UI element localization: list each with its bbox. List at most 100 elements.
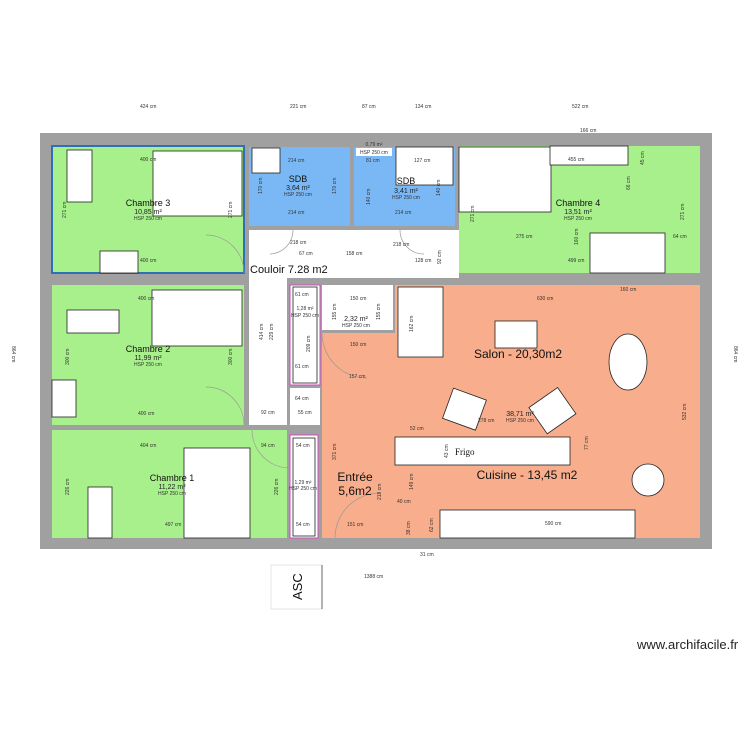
dim-label: 590 cm xyxy=(545,521,561,527)
round-table xyxy=(631,463,665,497)
dim-label: 271 cm xyxy=(62,202,68,218)
room-name: Chambre 1 xyxy=(150,473,195,483)
shower xyxy=(251,147,281,174)
sofa xyxy=(397,286,444,358)
room-hsp: HSP 250 cm xyxy=(506,418,534,424)
label-chambre-1: Chambre 1 11,22 m² HSP 250 cm 404 cm 94 … xyxy=(65,443,280,528)
room-entree[interactable] xyxy=(322,333,395,538)
dim-label: 64 cm xyxy=(295,396,309,402)
dim-label: 128 cm xyxy=(415,258,431,264)
room-hsp: HSP 250 cm xyxy=(134,362,162,368)
desk xyxy=(66,149,93,203)
dim-label: 226 cm xyxy=(274,479,280,495)
room-hsp: HSP 250 cm xyxy=(291,313,319,319)
label-sdb-2: SDB 3,41 m² HSP 250 cm 127 cm 214 cm 140… xyxy=(392,158,442,216)
bed xyxy=(152,150,243,217)
room-area: 5,6m2 xyxy=(338,484,372,498)
closet xyxy=(292,437,316,537)
dim-label: 94 cm xyxy=(261,443,275,449)
dim-label: 150 cm xyxy=(350,296,366,302)
room-area: 2,32 m² xyxy=(344,316,368,323)
dim-label: 64 cm xyxy=(673,234,687,240)
dresser xyxy=(99,250,139,274)
room-hsp: HSP 250 cm xyxy=(289,486,317,492)
dim-label: 45 cm xyxy=(640,151,646,165)
label-entree: Entrée 5,6m2 157 cm 371 cm 218 cm 151 cm xyxy=(332,374,383,528)
elevator[interactable]: ASC xyxy=(270,564,323,610)
dim-label: 61 cm xyxy=(295,292,309,298)
label-chambre-2: Chambre 2 11,99 m² HSP 250 cm 400 cm 300… xyxy=(65,296,234,417)
room-hsp: HSP 250 cm xyxy=(284,192,312,198)
room-passage[interactable] xyxy=(290,388,320,425)
dim-label: 52 cm xyxy=(410,426,424,432)
label-placard-2: 2,32 m² HSP 250 cm 150 cm 155 cm 155 cm … xyxy=(332,296,382,348)
dim-label: 61 cm xyxy=(295,364,309,370)
room-area: 1,29 m² xyxy=(295,480,312,486)
desk xyxy=(589,232,666,274)
dim-label: 214 cm xyxy=(395,210,411,216)
room-area: 0,79 m² xyxy=(366,142,383,148)
dim-label: 400 cm xyxy=(140,258,156,264)
fridge-label: Frigo xyxy=(455,447,475,457)
dim-label: 43 cm xyxy=(444,444,450,458)
dim-label: 221 cm xyxy=(290,104,306,110)
dim-label: 214 cm xyxy=(288,210,304,216)
room-hsp: HSP 250 cm xyxy=(392,195,420,201)
dim-label: 92 cm xyxy=(261,410,275,416)
dim-label: 134 cm xyxy=(415,104,431,110)
dim-label: 497 cm xyxy=(165,522,181,528)
room-name: Salon - 20,30m2 xyxy=(474,347,562,361)
dim-label: 218 cm xyxy=(290,240,306,246)
label-placard-1: 1,28 m² HSP 250 cm 61 cm 61 cm 209 cm xyxy=(291,292,319,370)
dim-label: 62 cm xyxy=(429,518,435,532)
room-area: 10,85 m² xyxy=(134,209,162,216)
dresser xyxy=(51,379,77,418)
elevator-label: ASC xyxy=(290,573,305,600)
dim-label: 170 cm xyxy=(258,178,264,194)
dim-label: 400 cm xyxy=(140,157,156,163)
dim-label: 127 cm xyxy=(414,158,430,164)
room-hsp: HSP 250 cm xyxy=(342,323,370,329)
label-chambre-4: Chambre 4 13,51 m² HSP 250 cm 455 cm 275… xyxy=(470,151,687,264)
dim-label: 77 cm xyxy=(584,436,590,450)
dim-label: 400 cm xyxy=(138,411,154,417)
dim-label: 157 cm xyxy=(349,374,365,380)
dim-label: 140 cm xyxy=(436,180,442,196)
room-hsp: HSP 250 cm xyxy=(360,150,388,156)
total-dim: 1388 cm xyxy=(364,574,383,580)
dim-label: 38 cm xyxy=(406,521,412,535)
dim-label: 271 cm xyxy=(228,202,234,218)
armchair xyxy=(528,387,577,435)
dim-label: 271 cm xyxy=(680,204,686,220)
dim-label: 532 cm xyxy=(682,404,688,420)
dim-label: 155 cm xyxy=(332,304,338,320)
dim-label: 455 cm xyxy=(568,157,584,163)
dim-label: 160 cm xyxy=(574,229,580,245)
dim-label: 150 cm xyxy=(350,342,366,348)
dining-table xyxy=(608,333,648,391)
label-placard-3: 1,29 m² HSP 250 cm 54 cm 54 cm xyxy=(289,443,317,528)
bathtub xyxy=(395,146,454,186)
room-name: Chambre 4 xyxy=(556,198,601,208)
room-name: SDB xyxy=(397,176,416,186)
bed xyxy=(183,447,251,539)
shelf xyxy=(549,145,629,166)
room-area: 1,28 m² xyxy=(297,306,314,312)
label-cuisine: Cuisine - 13,45 m2 Frigo 52 cm 43 cm 149… xyxy=(397,426,590,535)
desk xyxy=(66,309,120,334)
dim-label: 400 cm xyxy=(138,296,154,302)
dim-label: 54 cm xyxy=(296,522,310,528)
room-name: Entrée xyxy=(337,470,373,484)
dim-label: 92 cm xyxy=(437,250,443,264)
dim-label: 149 cm xyxy=(409,474,415,490)
bed xyxy=(151,289,243,347)
room-area: 11,22 m² xyxy=(158,484,186,491)
label-salon: Salon - 20,30m2 38,71 m² HSP 250 cm 630 … xyxy=(409,287,688,424)
kitchen-counter-bottom xyxy=(439,509,636,539)
room-couloir-vertical[interactable] xyxy=(249,278,287,425)
room-placard-2[interactable] xyxy=(322,285,393,330)
dim-label: 424 cm xyxy=(140,104,156,110)
dim-label: 87 cm xyxy=(362,104,376,110)
room-name: Chambre 2 xyxy=(126,344,171,354)
